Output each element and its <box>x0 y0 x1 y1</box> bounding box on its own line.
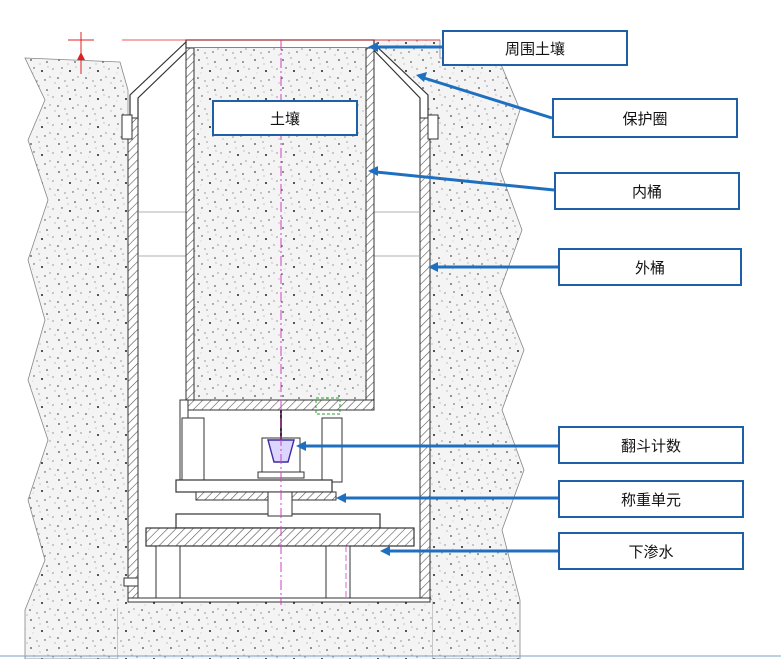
side-box-left <box>181 417 205 483</box>
leader-protective-ring <box>423 76 553 120</box>
outer-barrel-floor <box>127 597 431 603</box>
green-sensor <box>315 397 341 415</box>
height-marker-arrow <box>77 52 85 60</box>
leader-weighing-unit-head <box>336 493 346 503</box>
side-box-right <box>321 417 343 483</box>
leader-arrows <box>296 42 558 556</box>
weighing-plate-mid <box>195 491 337 501</box>
leader-outer-barrel-head <box>428 262 438 272</box>
inner-barrel-rim <box>185 39 375 49</box>
label-weighing-unit: 称重单元 <box>558 480 744 518</box>
leader-tipping-counter-head <box>296 441 306 451</box>
protective-ring-left <box>129 41 196 121</box>
label-outer-barrel: 外桶 <box>558 248 742 286</box>
weighing-plate-top <box>175 479 333 493</box>
label-surrounding-soil: 周围土壤 <box>442 30 628 66</box>
leader-inner-barrel-head <box>368 166 378 176</box>
label-protective-ring: 保护圈 <box>552 98 738 138</box>
leader-drainage-head <box>380 546 390 556</box>
inner-barrel-bottom <box>185 399 375 411</box>
weighing-column <box>267 491 293 517</box>
bottom-soil <box>118 600 432 659</box>
drain-pipe <box>123 577 139 587</box>
outer-barrel-left-wall <box>127 117 139 601</box>
label-soil: 土壤 <box>212 100 358 136</box>
leader-protective-ring-head <box>416 72 427 82</box>
inner-barrel-left-wall <box>185 47 195 403</box>
support-leg-left <box>155 545 181 603</box>
base-platform <box>145 527 415 547</box>
inner-barrel-right-wall <box>365 47 375 403</box>
outer-barrel-right-wall <box>419 117 431 601</box>
leader-surrounding-soil-head <box>368 42 378 52</box>
surrounding-soil-left <box>24 57 129 659</box>
leader-inner-barrel <box>375 170 555 192</box>
surrounding-soil-right <box>367 39 525 659</box>
label-tipping-counter: 翻斗计数 <box>558 426 744 464</box>
label-inner-barrel: 内桶 <box>554 172 740 210</box>
outer-barrel-clamp-left <box>121 114 133 140</box>
label-drainage: 下渗水 <box>558 532 744 570</box>
outer-barrel-clamp-right <box>427 114 439 140</box>
